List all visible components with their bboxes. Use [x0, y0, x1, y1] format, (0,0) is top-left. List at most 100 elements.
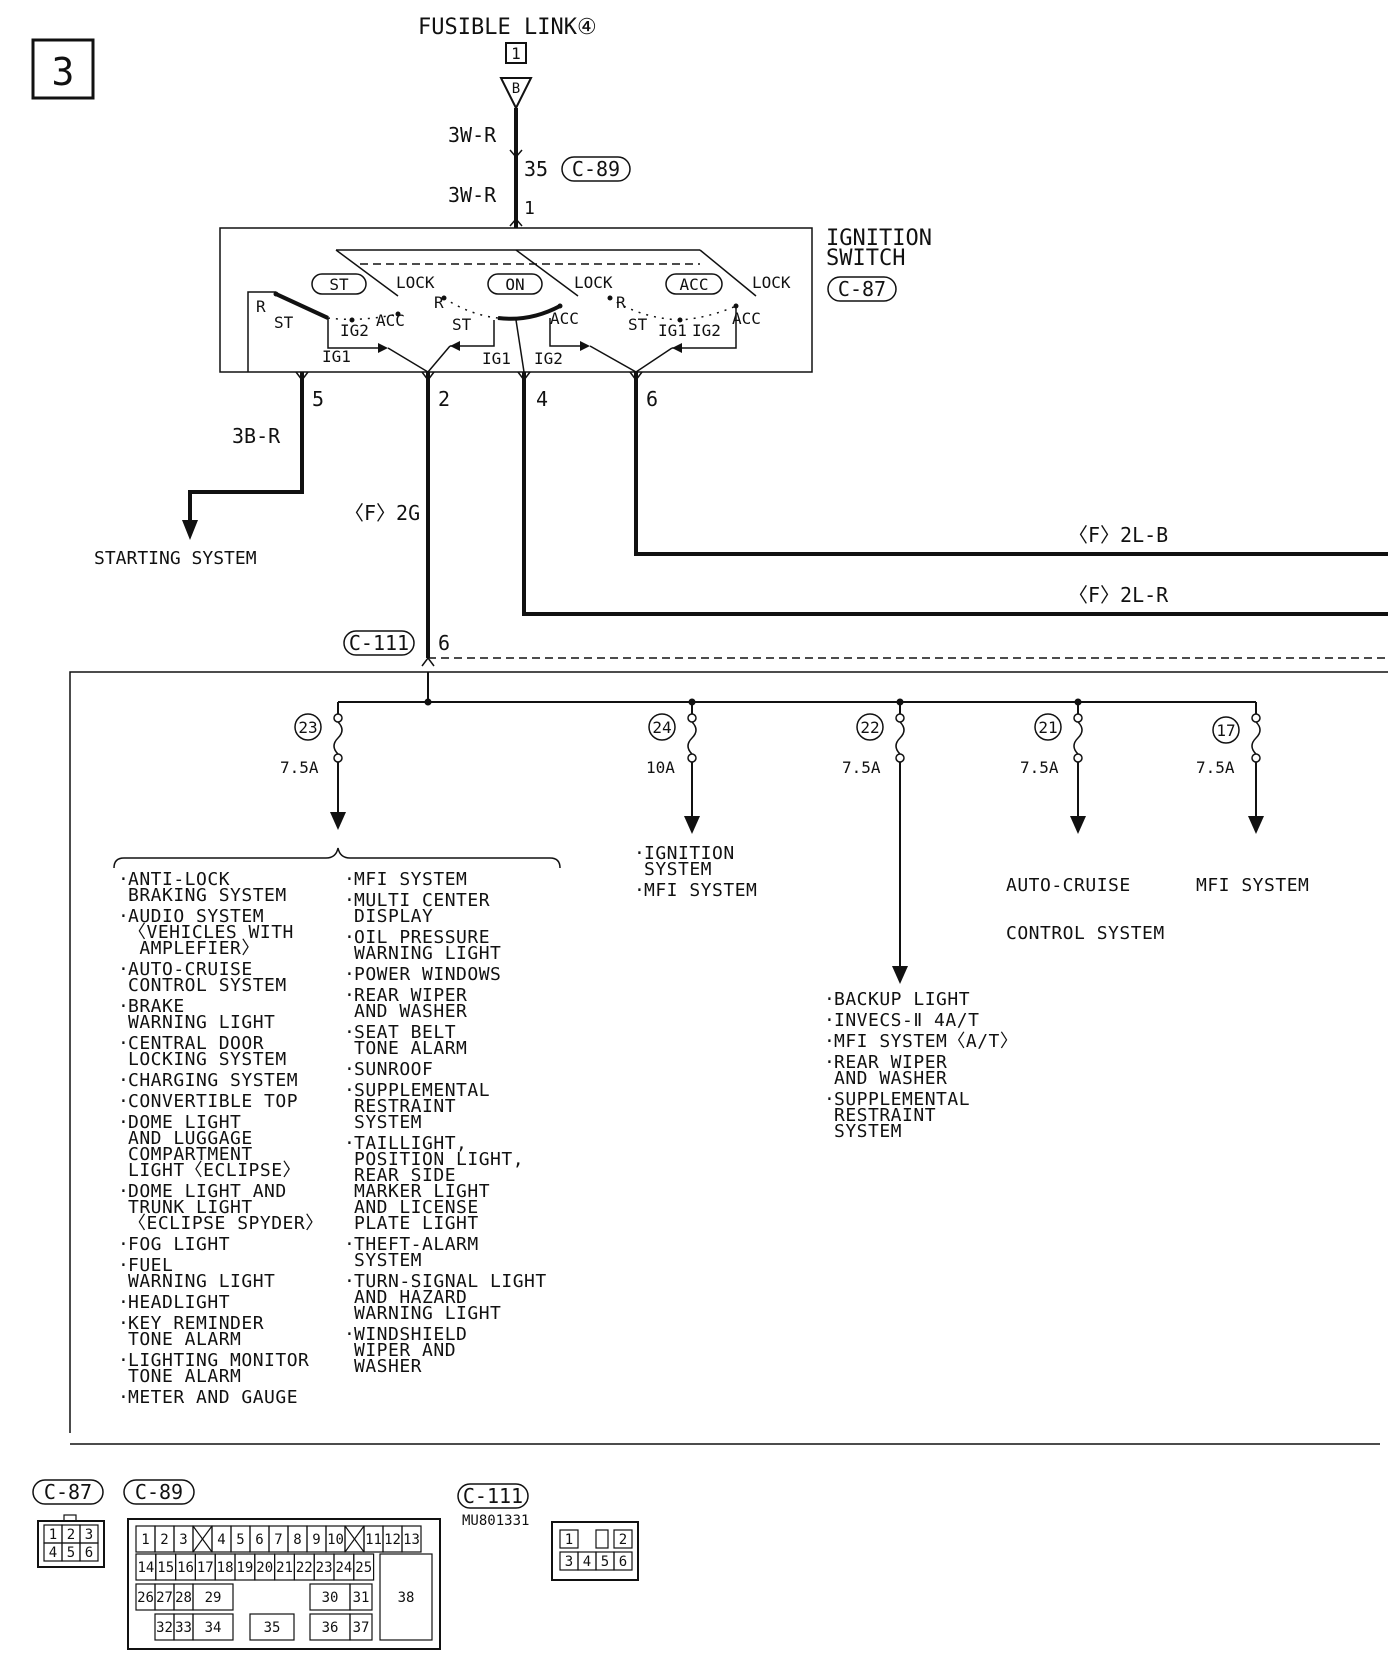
load-item: CHARGING SYSTEM: [118, 1072, 324, 1090]
arrow: [378, 343, 388, 353]
contact-dot: [607, 295, 613, 301]
c111-pin: 3: [565, 1554, 573, 1570]
terminal-b-triangle: [499, 77, 533, 111]
connector-c89-oval: [561, 156, 631, 182]
fusible-pin-number: 1: [511, 44, 521, 63]
load-item-line: BRAKING SYSTEM: [128, 885, 287, 906]
load-item-line: RESTRAINT: [354, 1096, 457, 1117]
ig1-label-2: IG1: [482, 349, 511, 368]
wire-label-3wr-lower: 3W-R: [448, 183, 497, 207]
c89-pin: 5: [236, 1532, 244, 1548]
contact-arm-on: [515, 249, 579, 297]
connector-c111-oval: [343, 630, 415, 656]
c89-cell: [349, 1583, 373, 1611]
load-item-line: INVECS-Ⅱ 4A/T: [834, 1010, 980, 1031]
load-item-line: TURN-SIGNAL LIGHT: [354, 1271, 547, 1292]
c89-pin: 20: [256, 1560, 273, 1576]
c89-pin: 9: [312, 1532, 320, 1548]
contact-dot: [395, 311, 401, 317]
c89-pin: 8: [293, 1532, 301, 1548]
st-wire-2: [450, 320, 495, 347]
c89-pin: 1: [141, 1532, 149, 1548]
c87-view-label: C-87: [44, 1480, 92, 1504]
c89-pin: 12: [384, 1532, 401, 1548]
wire-3br: [188, 372, 304, 522]
r-label-1: R: [256, 297, 266, 316]
ignition-title-line1: IGNITION: [826, 226, 932, 251]
load-item-line: WIPER AND: [354, 1340, 457, 1361]
fusible-pin-box: [505, 42, 527, 64]
load-item-line: POWER WINDOWS: [354, 964, 502, 985]
c89-pin: 22: [296, 1560, 313, 1576]
ig2-label-2: IG2: [534, 349, 563, 368]
load-item-line: CENTRAL DOOR: [128, 1033, 265, 1054]
contact-arm-acc: [699, 249, 757, 297]
load-item-line: TONE ALARM: [128, 1366, 242, 1387]
fuse-24-load-list: IGNITIONSYSTEMMFI SYSTEM: [634, 845, 757, 904]
load-item-line: RESTRAINT: [834, 1105, 937, 1126]
load-item-line: DISPLAY: [354, 906, 434, 927]
load-item: CONVERTIBLE TOP: [118, 1093, 324, 1111]
wire-label-f2lr: 〈F〉2L-R: [1068, 583, 1169, 607]
c89-pin: 11: [365, 1532, 382, 1548]
load-item-line: 〈VEHICLES WITH: [128, 922, 294, 943]
c89-pin: 10: [327, 1532, 344, 1548]
c87-pin: 6: [85, 1545, 93, 1561]
load-item: POWER WINDOWS: [344, 964, 547, 985]
c87-pin: 4: [49, 1545, 57, 1561]
c89-view-label: C-89: [135, 1480, 183, 1504]
load-item-line: WARNING LIGHT: [354, 943, 502, 964]
load-item-line: SYSTEM: [834, 1121, 903, 1142]
load-item-line: TRUNK LIGHT: [128, 1197, 253, 1218]
c87-pin: 5: [67, 1545, 75, 1561]
ig1-wire-1: [327, 318, 378, 349]
load-item-line: WARNING LIGHT: [354, 1303, 502, 1324]
fuse-22-number: 22: [860, 718, 879, 737]
c89-pin: 19: [236, 1560, 253, 1576]
fuse-23: [330, 702, 346, 830]
fuse-17-load-line: MFI SYSTEM: [1196, 875, 1310, 896]
c89-pin: 7: [274, 1532, 282, 1548]
fuse-17-number-circle: [1212, 716, 1240, 744]
load-item-line: AMPLEFIER〉: [128, 938, 260, 959]
ig1-label-3: IG1: [658, 321, 687, 340]
load-item: HEADLIGHT: [118, 1294, 324, 1312]
c89-pin: 37: [353, 1620, 370, 1636]
load-item-line: OIL PRESSURE: [354, 927, 491, 948]
connector-c87-label: C-87: [838, 277, 886, 301]
load-item-line: SYSTEM: [354, 1250, 423, 1271]
lock-label-2: LOCK: [574, 273, 613, 292]
c89-pin: 14: [137, 1560, 154, 1576]
load-item-line: MARKER LIGHT: [354, 1181, 491, 1202]
load-item-line: WASHER: [354, 1356, 423, 1377]
join-pin6: [589, 345, 637, 373]
pin2-label: 2: [438, 387, 450, 411]
load-item-line: AND WASHER: [354, 1001, 468, 1022]
wire-f2lb: [634, 372, 1388, 556]
c89-pin: 26: [137, 1590, 154, 1606]
c87-pin: 2: [67, 1527, 75, 1543]
load-item: MFI SYSTEM: [344, 871, 547, 889]
c89-pin: 27: [156, 1590, 173, 1606]
group1-dotted-arc: [327, 313, 399, 321]
c89-pin: 4: [217, 1532, 225, 1548]
fusible-link-label: FUSIBLE LINK④: [418, 15, 597, 40]
c89-pin: 31: [353, 1590, 370, 1606]
wire-label-3br: 3B-R: [232, 424, 281, 448]
c89-view-oval: [123, 1479, 195, 1505]
load-item-line: COMPARTMENT: [128, 1144, 253, 1165]
fuse-23-load-list-col2: MFI SYSTEM MULTI CENTERDISPLAYOIL PRESSUR…: [344, 871, 547, 1380]
arrow: [450, 341, 460, 351]
contact-dot: [557, 303, 563, 309]
join-pin4: [515, 319, 525, 373]
on-contact-arc: [497, 304, 561, 321]
r-label-2: R: [434, 293, 444, 312]
load-item-line: DOME LIGHT: [128, 1112, 242, 1133]
